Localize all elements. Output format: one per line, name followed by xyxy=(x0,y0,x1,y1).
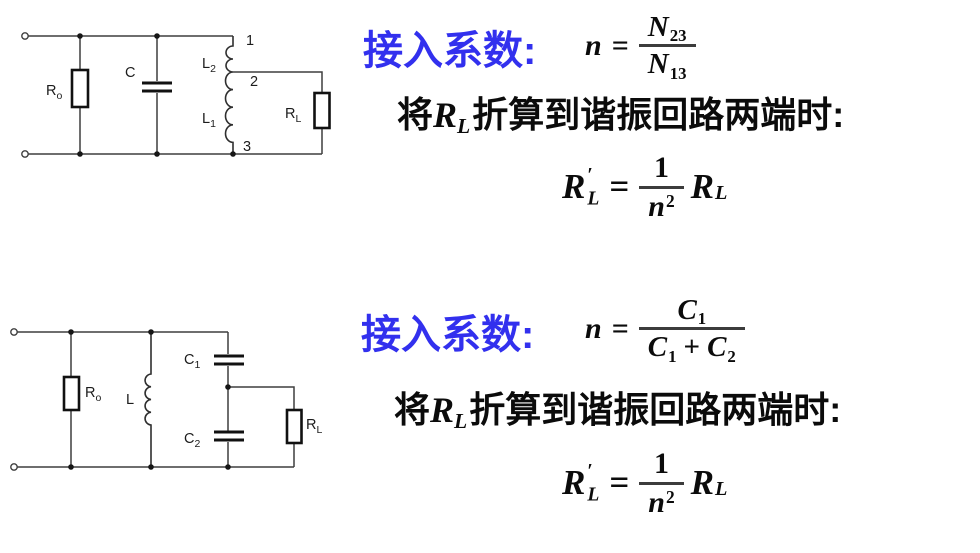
junction-dot xyxy=(68,329,74,335)
tapped-inductor-circuit: Ro C L2 L1 1 2 3 RL xyxy=(21,32,331,158)
source-resistor-label: Ro xyxy=(46,83,62,102)
var-RL: R xyxy=(690,167,715,207)
equals-sign: = xyxy=(611,311,629,345)
input-terminal-bottom xyxy=(21,150,29,158)
junction-dot xyxy=(230,151,236,157)
junction-dot xyxy=(154,151,160,157)
equals-sign: = xyxy=(609,463,630,503)
input-terminal-top xyxy=(10,328,18,336)
equals-sign: = xyxy=(611,28,629,62)
var-n: n xyxy=(585,311,602,345)
node-3-label: 3 xyxy=(243,139,251,155)
lower-coil-label: L1 xyxy=(202,111,216,130)
junction-dot xyxy=(77,33,83,39)
junction-dot xyxy=(225,464,231,470)
capacitor2-label: C2 xyxy=(184,431,200,450)
input-terminal-top xyxy=(21,32,29,40)
source-resistor xyxy=(70,36,90,154)
var-n: n xyxy=(585,28,602,62)
upper-coil-label: L2 xyxy=(202,56,216,75)
junction-dot xyxy=(77,151,83,157)
source-resistor xyxy=(62,332,81,467)
load-resistor-label: RL xyxy=(306,417,322,436)
junction-dot xyxy=(148,329,154,335)
tank-capacitor xyxy=(142,36,172,154)
node-1-label: 1 xyxy=(246,33,254,49)
tapped-inductor xyxy=(224,36,234,154)
coefficient-heading: 接入系数: xyxy=(363,29,537,73)
capacitive-divider-circuit: Ro L C1 C2 RL xyxy=(10,328,322,471)
capacitor-label: C xyxy=(125,65,135,81)
var-R: R xyxy=(562,167,586,207)
load-resistor-label: RL xyxy=(285,106,301,125)
load-resistor xyxy=(233,71,331,154)
junction-dot xyxy=(68,464,74,470)
equals-sign: = xyxy=(609,167,630,207)
inductor xyxy=(144,332,152,467)
junction-dot xyxy=(148,464,154,470)
node-2-label: 2 xyxy=(250,74,258,90)
junction-dot xyxy=(154,33,160,39)
load-resistor xyxy=(228,386,303,467)
junction-dot xyxy=(225,384,231,390)
capacitor-divider-branch xyxy=(214,332,244,467)
var-RL: R xyxy=(690,463,715,503)
reflection-note: 将RL折算到谐振回路两端时: xyxy=(394,389,842,434)
var-R: R xyxy=(562,463,586,503)
reflection-note: 将RL折算到谐振回路两端时: xyxy=(397,94,845,139)
coefficient-heading: 接入系数: xyxy=(361,313,535,357)
source-resistor-label: Ro xyxy=(85,385,101,404)
inductor-label: L xyxy=(126,392,134,408)
plus-sign: + xyxy=(683,331,701,364)
capacitor1-label: C1 xyxy=(184,352,200,371)
input-terminal-bottom xyxy=(10,463,18,471)
